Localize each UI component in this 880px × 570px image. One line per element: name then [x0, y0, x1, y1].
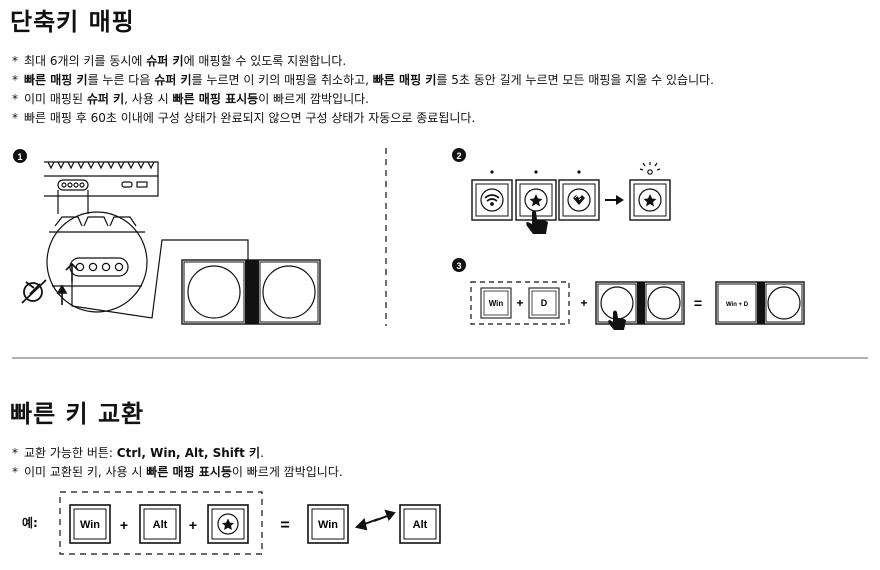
text: 를 누른 다음 — [87, 73, 155, 87]
bullet-item: * 교환 가능한 버튼: Ctrl, Win, Alt, Shift 키. — [12, 444, 264, 461]
bullet-mark: * — [12, 465, 18, 479]
star-key — [207, 504, 249, 544]
svg-text:Win + D: Win + D — [726, 302, 749, 308]
bullet-item: * 이미 매핑된 슈퍼 키, 사용 시 빠른 매핑 표시등이 빠르게 깜박입니다. — [12, 90, 369, 107]
text: 최대 6개의 키를 동시에 — [24, 54, 147, 68]
step2-key-row — [471, 170, 671, 221]
section-title-quick-key-swap: 빠른 키 교환 — [10, 400, 145, 428]
dual-round-keys-step1 — [181, 259, 321, 325]
equals-sign: = — [694, 295, 702, 311]
shortcut-mapping-diagram: 1 — [12, 148, 868, 359]
win-d-mapped-keys: Win + D — [715, 281, 805, 325]
plus-sign: + — [516, 296, 523, 310]
d-key-small: D — [528, 287, 560, 319]
swap-arrows-icon — [355, 509, 396, 531]
svg-text:Win: Win — [489, 299, 504, 308]
svg-text:2: 2 — [456, 151, 461, 161]
svg-text:Alt: Alt — [413, 519, 428, 531]
alt-key: Alt — [139, 504, 181, 544]
svg-text:Win: Win — [318, 519, 338, 531]
text: 를 5초 동안 길게 누르면 모든 매핑을 지울 수 있습니다. — [436, 73, 714, 87]
up-arrow-icon — [56, 284, 68, 305]
hand-cursor-icon — [526, 210, 548, 234]
text: 빠른 매핑 후 60초 이내에 구성 상태가 완료되지 않으면 구성 상태가 자… — [24, 111, 476, 125]
bullet-mark: * — [12, 446, 18, 460]
plus-sign-a: + — [120, 517, 128, 533]
text: , 사용 시 — [124, 92, 173, 106]
keyboard-illustration — [44, 161, 249, 319]
win-key-result: Win — [307, 504, 349, 544]
text: 를 누르면 이 키의 매핑을 취소하고, — [191, 73, 373, 87]
win-key: Win — [69, 504, 111, 544]
text: 이미 매핑된 — [24, 92, 87, 106]
text: 교환 가능한 버튼: — [24, 446, 117, 460]
alt-key-result: Alt — [399, 504, 441, 544]
bullet-mark: * — [12, 92, 18, 106]
bold-text: 빠른 매핑 키 — [24, 73, 88, 87]
bold-text: 슈퍼 키 — [86, 92, 125, 106]
plus-sign-2: + — [580, 296, 587, 310]
blinking-indicator-icon — [639, 162, 661, 175]
text: . — [260, 446, 264, 460]
wifi-icon — [480, 188, 504, 212]
svg-text:1: 1 — [17, 152, 22, 162]
svg-text:Win: Win — [80, 519, 100, 531]
step-2-badge: 2 — [452, 148, 466, 162]
star-icon-result — [638, 188, 662, 212]
pattern-icon — [567, 188, 591, 212]
star-icon — [524, 188, 548, 212]
svg-text:3: 3 — [456, 261, 461, 271]
bold-text: 빠른 매핑 표시등 — [172, 92, 259, 106]
key-swap-diagram: Win + Alt + = Win Alt — [59, 491, 441, 555]
text: 이 빠르게 깜박입니다. — [231, 465, 343, 479]
bold-text: Ctrl, Win, Alt, Shift 키 — [116, 446, 261, 460]
bold-text: 슈퍼 키 — [146, 54, 184, 68]
bullet-item: *빠른 매핑 키를 누른 다음 슈퍼 키를 누르면 이 키의 매핑을 취소하고,… — [12, 71, 714, 88]
svg-text:D: D — [541, 298, 548, 308]
bullet-mark: * — [12, 54, 18, 68]
step-3-badge: 3 — [452, 258, 466, 272]
no-cable-icon — [21, 279, 47, 304]
bullet-item: * 최대 6개의 키를 동시에 슈퍼 키에 매핑할 수 있도록 지원합니다. — [12, 52, 346, 69]
example-label: 예: — [22, 516, 38, 530]
svg-text:Alt: Alt — [153, 519, 168, 531]
text: 이 빠르게 깜박입니다. — [258, 92, 369, 106]
bullet-item: * 이미 교환된 키, 사용 시 빠른 매핑 표시등이 빠르게 깜박입니다. — [12, 463, 343, 480]
section-title-shortcut-mapping: 단축키 매핑 — [10, 8, 135, 36]
bullet-mark: * — [12, 73, 18, 87]
text: 에 매핑할 수 있도록 지원합니다. — [183, 54, 347, 68]
arrow-right-icon — [605, 195, 624, 205]
bold-text: 빠른 매핑 키 — [372, 73, 437, 87]
swap-combo-dashed-box — [59, 491, 263, 555]
bullet-item: * 빠른 매핑 후 60초 이내에 구성 상태가 완료되지 않으면 구성 상태가 … — [12, 109, 475, 126]
bold-text: 슈퍼 키 — [154, 73, 192, 87]
win-key-small: Win — [480, 287, 512, 319]
hand-cursor-icon-2 — [608, 310, 626, 330]
equals-sign-2: = — [280, 517, 289, 534]
bold-text: 빠른 매핑 표시등 — [146, 465, 232, 479]
step-1-badge: 1 — [13, 149, 27, 163]
dual-round-keys-step3 — [595, 281, 685, 325]
text: 이미 교환된 키, 사용 시 — [24, 465, 147, 479]
combo-dashed-box — [470, 281, 570, 325]
bullet-mark: * — [12, 111, 18, 125]
plus-sign-b: + — [189, 517, 197, 533]
